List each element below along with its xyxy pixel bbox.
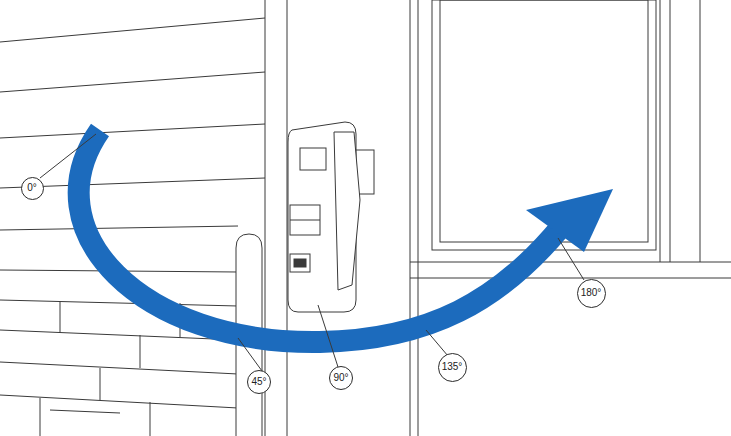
- window-panel: [432, 0, 670, 262]
- callout-circle: 135°: [438, 353, 467, 382]
- door-frame: [265, 0, 731, 436]
- lock-device: [288, 122, 374, 312]
- callout-circle: 45°: [247, 370, 271, 394]
- callout-number: 0°: [27, 183, 37, 193]
- callout-circle: 90°: [329, 366, 353, 390]
- callout-number: 45°: [251, 377, 266, 387]
- callout-circle: 180°: [577, 279, 606, 308]
- callout-number: 90°: [333, 373, 348, 383]
- leader-lines: [40, 134, 584, 371]
- callout-number: 180°: [581, 288, 602, 298]
- wall-siding: [0, 18, 265, 436]
- rotation-arrow: [79, 130, 613, 342]
- callout-number: 135°: [442, 362, 463, 372]
- callout-circle: 0°: [21, 177, 44, 200]
